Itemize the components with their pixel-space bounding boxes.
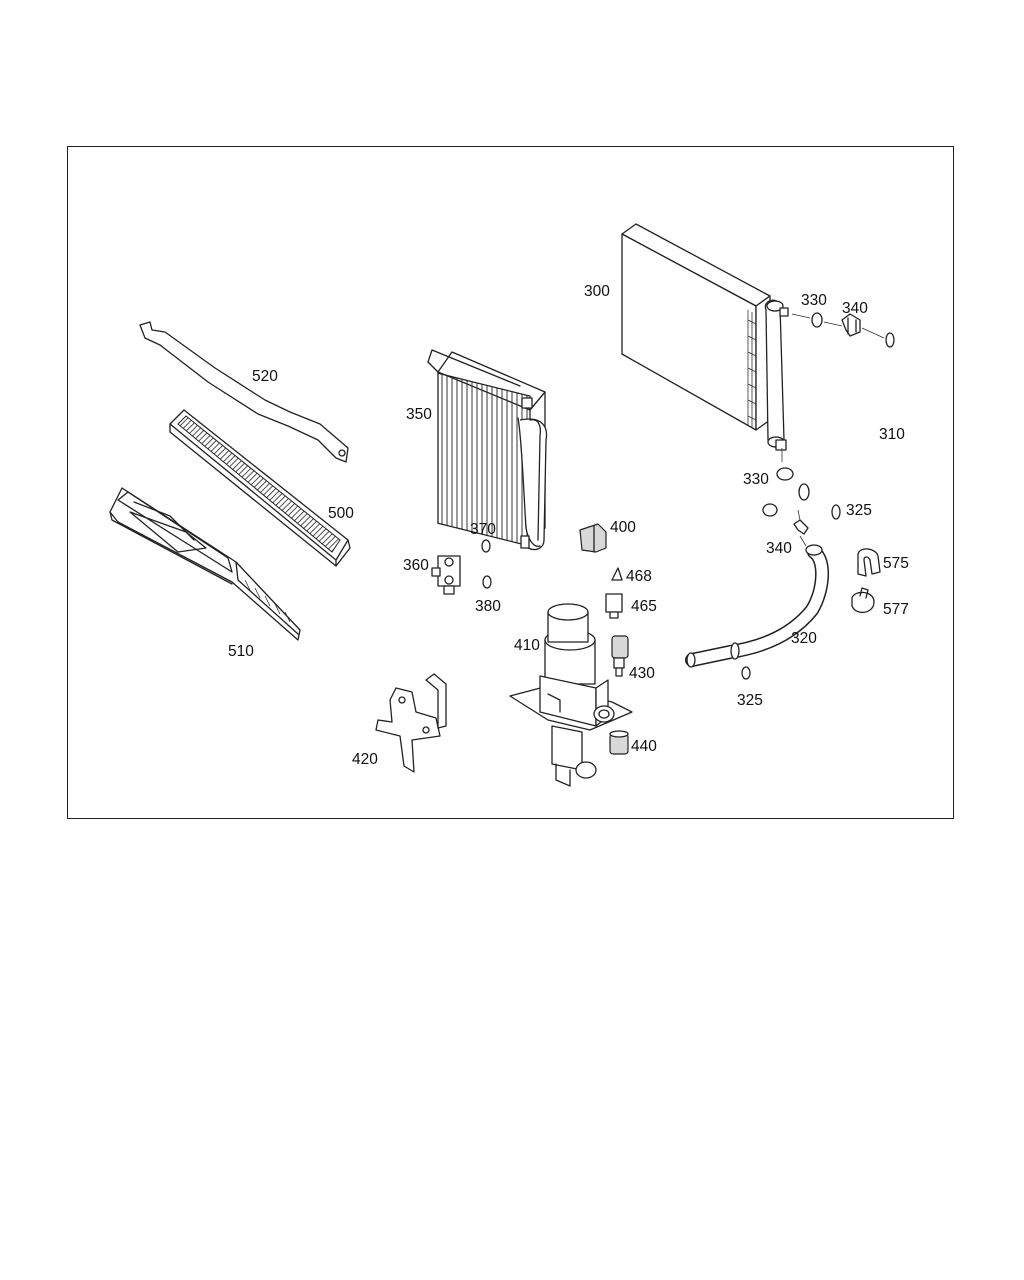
part-400-seal	[579, 523, 607, 553]
part-465-connector	[605, 593, 623, 619]
label-350: 350	[406, 406, 432, 423]
label-577: 577	[883, 601, 909, 618]
part-325-oring-lower	[741, 666, 751, 680]
part-440-plug	[609, 730, 629, 755]
part-420-bracket	[375, 673, 447, 773]
label-400: 400	[610, 519, 636, 536]
part-500-filter	[169, 409, 351, 567]
part-468-cap	[611, 567, 623, 581]
label-330-lower: 330	[743, 471, 769, 488]
label-420: 420	[352, 751, 378, 768]
part-380-oring	[482, 575, 492, 589]
part-340-clip-lower	[793, 519, 809, 535]
label-575: 575	[883, 555, 909, 572]
label-325-lower: 325	[737, 692, 763, 709]
label-430: 430	[629, 665, 655, 682]
label-325-upper: 325	[846, 502, 872, 519]
label-340-lower: 340	[766, 540, 792, 557]
label-340-upper: 340	[842, 300, 868, 317]
part-350-evaporator	[427, 349, 548, 551]
label-360: 360	[403, 557, 429, 574]
part-300-heater-core	[621, 223, 789, 451]
part-360-expansion-valve	[431, 555, 461, 595]
part-325-oring-upper	[831, 504, 841, 520]
label-468: 468	[626, 568, 652, 585]
label-310: 310	[879, 426, 905, 443]
part-520-strap	[139, 321, 349, 463]
part-330-oring-upper	[811, 312, 823, 328]
label-465: 465	[631, 598, 657, 615]
label-510: 510	[228, 643, 254, 660]
label-410: 410	[514, 637, 540, 654]
label-520: 520	[252, 368, 278, 385]
label-320: 320	[791, 630, 817, 647]
part-370-oring	[481, 539, 491, 553]
label-440: 440	[631, 738, 657, 755]
part-430-sensor	[611, 635, 629, 677]
label-370: 370	[470, 521, 496, 538]
part-330-oring-lower	[776, 467, 794, 481]
part-410-valve	[509, 603, 633, 787]
label-330-upper: 330	[801, 292, 827, 309]
part-510-housing	[109, 487, 301, 641]
part-577-clamp	[851, 587, 875, 613]
part-340-clip-upper	[841, 313, 861, 337]
part-575-clamp	[857, 548, 881, 577]
part-310-hose	[762, 332, 919, 517]
label-500: 500	[328, 505, 354, 522]
label-300: 300	[584, 283, 610, 300]
label-380: 380	[475, 598, 501, 615]
part-320-hose	[685, 544, 830, 668]
leader-lines	[781, 313, 885, 547]
part-labels: 300 330 340 310 330 325 340 575 577 320 …	[228, 283, 909, 768]
